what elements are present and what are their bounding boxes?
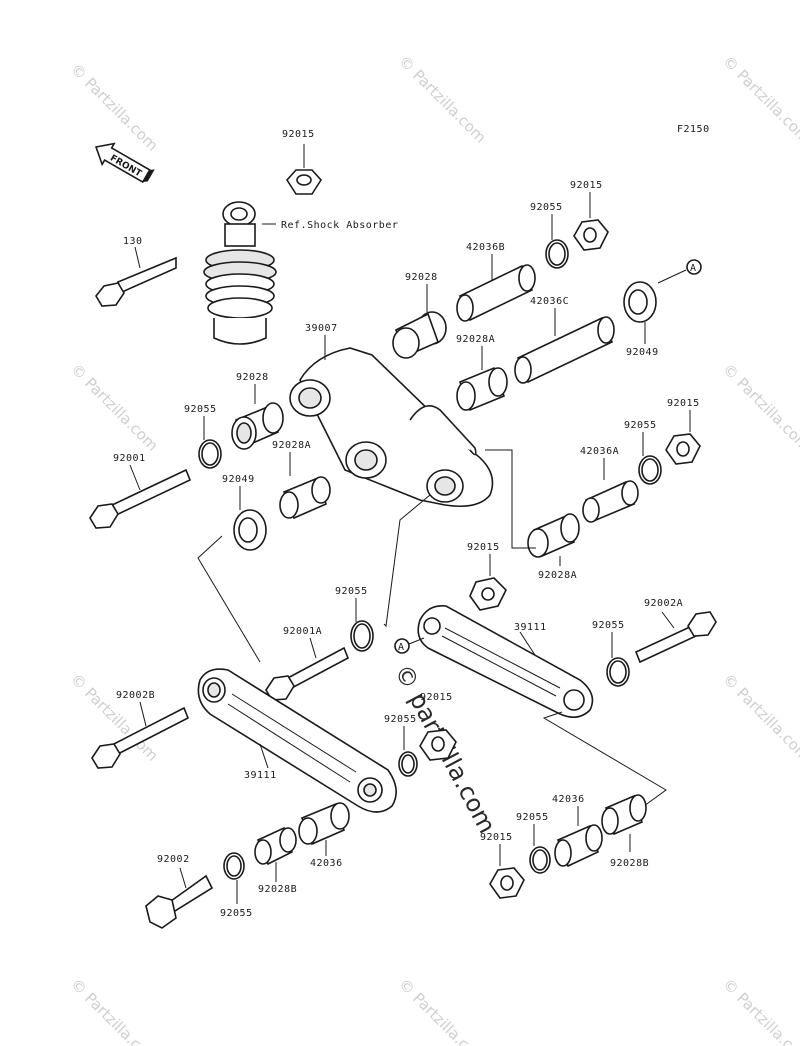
- part-label: 92028A: [456, 334, 495, 345]
- seal-92049: [623, 281, 657, 323]
- part-label: 92015: [570, 180, 603, 191]
- sleeve-42036a: [582, 480, 639, 523]
- part-label: 92028: [405, 272, 438, 283]
- sleeve-42036: [554, 824, 603, 868]
- part-label: 92002B: [116, 690, 155, 701]
- part-label: 92055: [516, 812, 549, 823]
- part-label: 92049: [222, 474, 255, 485]
- collar-92028: [392, 311, 447, 359]
- part-label: 92049: [626, 347, 659, 358]
- part-label: 130: [123, 236, 143, 247]
- part-label: 92055: [220, 908, 253, 919]
- part-label: 92015: [480, 832, 513, 843]
- part-label: 92055: [530, 202, 563, 213]
- collar-92028: [231, 402, 284, 450]
- part-label: 92028A: [538, 570, 577, 581]
- part-label: 92055: [624, 420, 657, 431]
- nut-92015: [419, 729, 457, 761]
- watermark: © Partzilla.com: [719, 975, 800, 1046]
- part-label: 92002: [157, 854, 190, 865]
- part-label: 92055: [335, 586, 368, 597]
- part-label: 39111: [514, 622, 547, 633]
- part-label: 42036: [310, 858, 343, 869]
- collar-92028a: [279, 476, 331, 520]
- bolt-92001: [89, 468, 192, 529]
- part-label: 92028B: [610, 858, 649, 869]
- part-label: 39111: [244, 770, 277, 781]
- bolt-92001a: [265, 646, 350, 701]
- watermark: © Partzilla.com: [395, 52, 490, 147]
- watermark: © Partzilla.com: [719, 52, 800, 147]
- watermark: © Partzilla.com: [67, 60, 162, 155]
- part-label: 92028A: [272, 440, 311, 451]
- figure-code: F2150: [677, 124, 710, 135]
- watermark: © Partzilla.com: [67, 975, 162, 1046]
- collar-92028b: [254, 826, 297, 866]
- part-label: 92015: [282, 129, 315, 140]
- part-label: 92001A: [283, 626, 322, 637]
- bolt-130: [95, 256, 177, 307]
- part-label: 92002A: [644, 598, 683, 609]
- seal-92049: [233, 509, 267, 551]
- part-label: 39007: [305, 323, 338, 334]
- watermark: © Partzilla.com: [67, 360, 162, 455]
- bolt-92002b: [91, 706, 190, 769]
- collar-92028b: [601, 794, 647, 836]
- sleeve-42036: [298, 802, 350, 846]
- tie-rod-39111: [417, 604, 594, 718]
- part-label: 42036C: [530, 296, 569, 307]
- nut-92015: [469, 577, 507, 611]
- bolt-92002a: [634, 611, 717, 664]
- collar-92028a: [456, 366, 508, 412]
- ref-shock-absorber-label: Ref.Shock Absorber: [281, 220, 398, 231]
- part-label: 92055: [592, 620, 625, 631]
- part-label: 42036A: [580, 446, 619, 457]
- part-label: 42036: [552, 794, 585, 805]
- part-label: 42036B: [466, 242, 505, 253]
- part-label: 92028B: [258, 884, 297, 895]
- sleeve-42036b: [456, 264, 536, 322]
- nut-92015: [285, 169, 323, 195]
- part-labels: 92015 130 42036B 92055 92015 92028 42036…: [113, 129, 700, 919]
- part-label: 92028: [236, 372, 269, 383]
- shock-absorber: [203, 201, 277, 345]
- part-label: 92055: [384, 714, 417, 725]
- part-label: 92015: [667, 398, 700, 409]
- callout-a: A: [398, 642, 405, 653]
- collar-92028a: [527, 513, 580, 558]
- part-label: 92015: [467, 542, 500, 553]
- bolt-92002: [145, 874, 214, 929]
- callout-a: A: [690, 263, 697, 274]
- watermark: © Partzilla.com: [395, 975, 490, 1046]
- nut-92015: [665, 433, 701, 465]
- part-label: 92015: [420, 692, 453, 703]
- sleeve-42036c: [514, 316, 615, 384]
- nut-92015: [489, 867, 525, 899]
- part-label: 92001: [113, 453, 146, 464]
- watermark: © Partzilla.com: [719, 670, 800, 765]
- rocker-arm-39007: [289, 347, 494, 508]
- tie-rod-39111: [197, 668, 397, 813]
- watermark: © Partzilla.com: [719, 360, 800, 455]
- nut-92015: [573, 219, 609, 251]
- part-label: 92055: [184, 404, 217, 415]
